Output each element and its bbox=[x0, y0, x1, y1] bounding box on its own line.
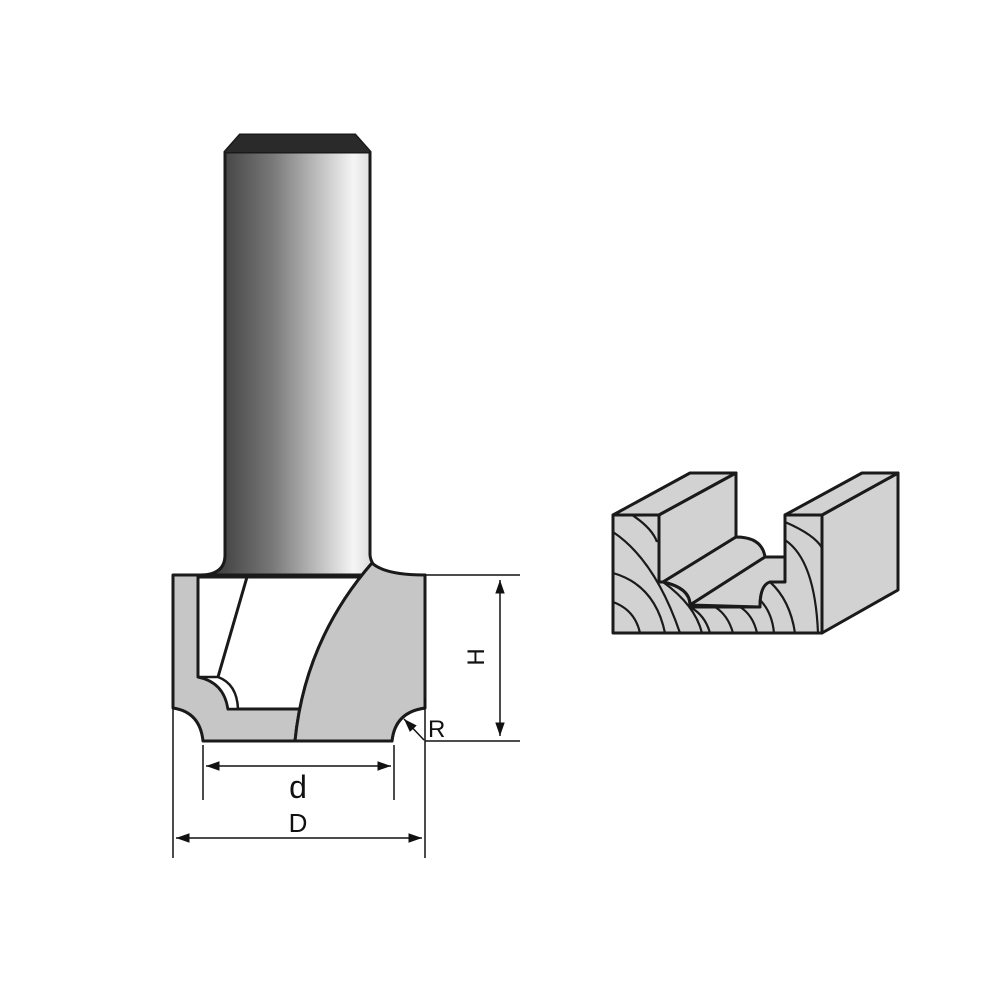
label-radius: R bbox=[428, 716, 445, 743]
cutter-head bbox=[171, 561, 427, 743]
dimensions bbox=[172, 574, 520, 858]
shank bbox=[199, 133, 406, 577]
wood-profile-illustration bbox=[611, 471, 900, 635]
label-cut-diameter: d bbox=[289, 769, 307, 805]
label-overall-diameter: D bbox=[289, 808, 308, 838]
label-height: H bbox=[463, 648, 490, 665]
